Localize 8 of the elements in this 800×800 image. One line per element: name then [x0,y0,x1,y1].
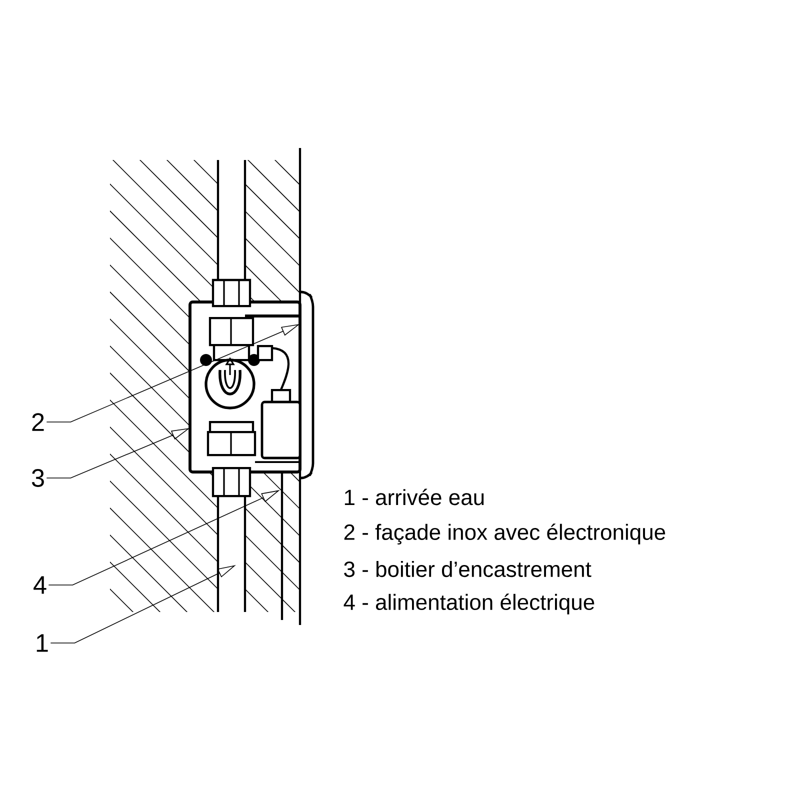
callout-number: 2 [32,413,44,431]
legend-text: 4 - alimentation électrique [344,594,594,614]
legend-text: 1 - arrivée eau [344,488,484,506]
legend-text: 2 - façade inox avec électronique [344,524,666,544]
callout-number: 3 [32,469,44,487]
callout-number: 1 [36,634,48,652]
legend-text: 3 - boitier d’encastrement [344,560,592,578]
callout-number: 4 [34,576,46,594]
